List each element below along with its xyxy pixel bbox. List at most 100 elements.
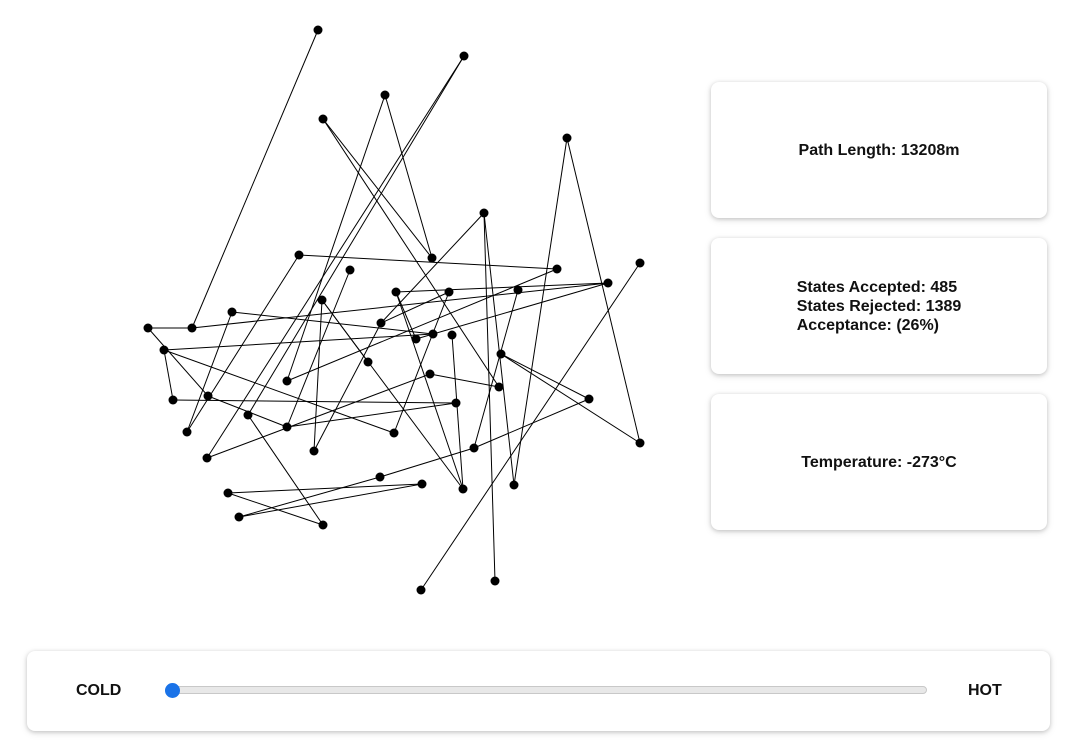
city-node bbox=[380, 90, 390, 100]
tour-edge bbox=[247, 55, 465, 416]
temperature-slider-track[interactable] bbox=[165, 686, 927, 694]
states-card: States Accepted: 485 States Rejected: 13… bbox=[711, 238, 1047, 374]
tour-edge bbox=[286, 268, 558, 382]
path-length-text: Path Length: 13208m bbox=[798, 141, 960, 159]
tour-edge bbox=[186, 254, 300, 433]
city-node bbox=[202, 453, 212, 463]
tour-edge bbox=[420, 262, 641, 591]
tour-edge bbox=[191, 282, 609, 329]
tour-edge bbox=[393, 291, 450, 434]
city-node bbox=[444, 287, 454, 297]
tour-edge bbox=[321, 299, 369, 363]
tour-edge bbox=[227, 483, 423, 494]
city-node bbox=[416, 585, 426, 595]
states-accepted-text: States Accepted: 485 bbox=[796, 278, 958, 296]
city-node bbox=[584, 394, 594, 404]
temperature-text: Temperature: -273°C bbox=[801, 453, 957, 471]
city-node bbox=[427, 253, 437, 263]
path-length-card: Path Length: 13208m bbox=[711, 82, 1047, 218]
city-node bbox=[282, 422, 292, 432]
city-node bbox=[227, 307, 237, 317]
tour-edge bbox=[313, 322, 382, 452]
city-node bbox=[294, 250, 304, 260]
tour-edge bbox=[322, 118, 500, 388]
city-node bbox=[243, 410, 253, 420]
tour-edge bbox=[286, 94, 386, 382]
tour-edge bbox=[513, 137, 568, 486]
tour-edge bbox=[473, 289, 519, 449]
tour-edge bbox=[231, 311, 434, 335]
city-node bbox=[363, 357, 373, 367]
city-node bbox=[635, 258, 645, 268]
tour-edge bbox=[395, 291, 417, 340]
tour-edge bbox=[206, 55, 465, 459]
city-node bbox=[391, 287, 401, 297]
tour-edge bbox=[384, 94, 433, 259]
tour-edge bbox=[147, 327, 209, 397]
city-node bbox=[513, 285, 523, 295]
tour-edge bbox=[429, 373, 500, 388]
tour-edge bbox=[379, 447, 475, 478]
city-node bbox=[451, 398, 461, 408]
city-node bbox=[313, 25, 323, 35]
tour-edge bbox=[227, 492, 324, 526]
city-node bbox=[562, 133, 572, 143]
city-node bbox=[635, 438, 645, 448]
city-node bbox=[309, 446, 319, 456]
states-stats: States Accepted: 485 States Rejected: 13… bbox=[797, 278, 962, 335]
tour-edge bbox=[238, 483, 423, 518]
tour-edge bbox=[206, 373, 431, 459]
city-node bbox=[425, 369, 435, 379]
city-node bbox=[143, 323, 153, 333]
tour-edge bbox=[172, 399, 457, 404]
tour-edge bbox=[451, 334, 464, 490]
tour-edge bbox=[500, 353, 590, 400]
temperature-slider-thumb[interactable] bbox=[165, 683, 180, 698]
tour-edge bbox=[186, 311, 233, 433]
tour-edge bbox=[380, 291, 450, 324]
cold-label: COLD bbox=[76, 682, 122, 699]
tour-edge bbox=[473, 398, 590, 449]
tour-edge bbox=[395, 291, 464, 490]
tour-edge bbox=[322, 118, 433, 259]
states-rejected-text: States Rejected: 1389 bbox=[796, 297, 962, 315]
tour-edge bbox=[313, 299, 323, 452]
city-node bbox=[182, 427, 192, 437]
temperature-card: Temperature: -273°C bbox=[711, 394, 1047, 530]
tour-edge bbox=[483, 212, 496, 582]
city-node bbox=[490, 576, 500, 586]
city-node bbox=[411, 334, 421, 344]
city-node bbox=[458, 484, 468, 494]
tour-edge bbox=[500, 353, 641, 444]
city-node bbox=[223, 488, 233, 498]
hot-label: HOT bbox=[968, 682, 1002, 699]
tour-edge bbox=[286, 269, 351, 428]
city-node bbox=[459, 51, 469, 61]
city-node bbox=[496, 349, 506, 359]
city-node bbox=[159, 345, 169, 355]
city-node bbox=[417, 479, 427, 489]
tour-edge bbox=[191, 29, 319, 329]
city-node bbox=[603, 278, 613, 288]
city-node bbox=[282, 376, 292, 386]
tour-edge bbox=[163, 349, 174, 401]
city-node bbox=[552, 264, 562, 274]
city-node bbox=[318, 520, 328, 530]
city-node bbox=[318, 114, 328, 124]
city-node bbox=[389, 428, 399, 438]
tour-edge bbox=[566, 137, 641, 444]
city-node bbox=[469, 443, 479, 453]
city-node bbox=[509, 480, 519, 490]
city-node bbox=[494, 382, 504, 392]
city-node bbox=[376, 318, 386, 328]
city-node bbox=[168, 395, 178, 405]
city-node bbox=[203, 391, 213, 401]
tour-edge bbox=[163, 349, 395, 434]
tour-edge bbox=[238, 476, 381, 518]
tour-edge bbox=[483, 212, 515, 486]
tour-edge bbox=[163, 333, 434, 351]
city-node bbox=[428, 329, 438, 339]
tour-edge bbox=[286, 402, 457, 428]
city-node bbox=[187, 323, 197, 333]
